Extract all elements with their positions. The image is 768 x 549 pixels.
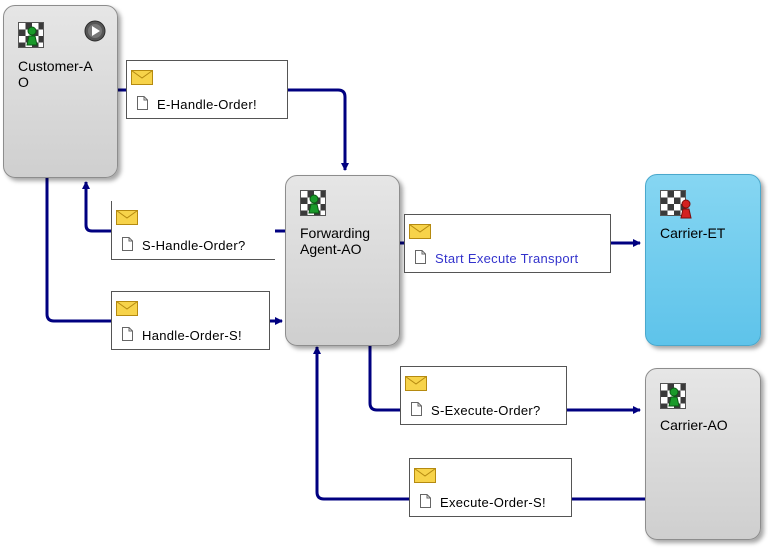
envelope-icon: [131, 70, 153, 85]
connector-forwarding-to-carrier-ao: [368, 346, 641, 414]
message-execute-order-s[interactable]: Execute-Order-S!: [409, 458, 572, 517]
envelope-icon: [116, 210, 138, 225]
connector-customer-to-forwarding-2: [45, 178, 283, 325]
connector-carrier-ao-to-forwarding: [313, 346, 645, 501]
node-customer-ao[interactable]: Customer-A O: [3, 5, 118, 178]
node-carrier-ao[interactable]: Carrier-AO: [645, 368, 761, 540]
node-label: Carrier-ET: [660, 225, 726, 241]
message-label: Execute-Order-S!: [440, 495, 546, 510]
node-label: Carrier-AO: [660, 417, 728, 433]
node-label: Forwarding Agent-AO: [300, 225, 371, 257]
message-link-label[interactable]: Start Execute Transport: [435, 251, 579, 266]
message-label: Handle-Order-S!: [142, 328, 242, 343]
document-icon: [420, 494, 431, 508]
envelope-icon: [405, 376, 427, 391]
node-forwarding-agent-ao[interactable]: Forwarding Agent-AO: [285, 175, 400, 346]
play-icon[interactable]: [84, 20, 106, 42]
message-s-handle-order[interactable]: S-Handle-Order?: [111, 201, 275, 260]
document-icon: [411, 402, 422, 416]
connector-customer-to-forwarding: [118, 88, 349, 171]
message-start-execute-transport[interactable]: Start Execute Transport: [404, 214, 611, 273]
document-icon: [137, 96, 148, 110]
node-label: Customer-A O: [18, 58, 93, 90]
document-icon: [415, 250, 426, 264]
message-handle-order-s[interactable]: Handle-Order-S!: [111, 291, 270, 350]
node-carrier-et[interactable]: Carrier-ET: [645, 174, 761, 346]
message-e-handle-order[interactable]: E-Handle-Order!: [126, 60, 288, 119]
document-icon: [122, 327, 133, 341]
red-pawn-icon: [680, 199, 692, 219]
envelope-icon: [414, 468, 436, 483]
green-pawn-icon: [308, 194, 320, 214]
message-s-execute-order[interactable]: S-Execute-Order?: [400, 366, 567, 425]
connector-forwarding-to-customer: [82, 181, 285, 233]
message-label: S-Handle-Order?: [142, 238, 246, 253]
document-icon: [122, 237, 133, 251]
envelope-icon: [409, 224, 431, 239]
green-pawn-icon: [668, 387, 680, 407]
envelope-icon: [116, 301, 138, 316]
message-label: S-Execute-Order?: [431, 403, 541, 418]
message-label: E-Handle-Order!: [157, 97, 257, 112]
green-pawn-icon: [26, 26, 38, 46]
